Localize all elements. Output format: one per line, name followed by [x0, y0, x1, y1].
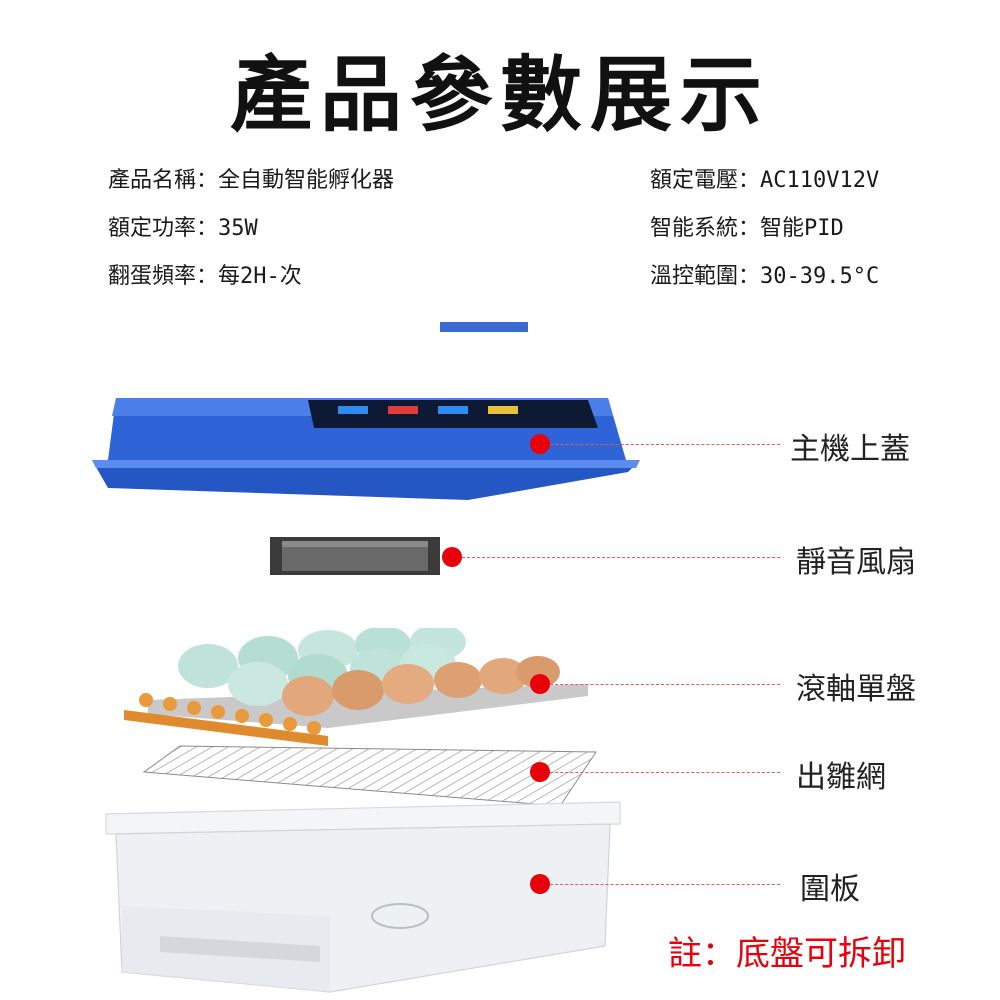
spec-key: 額定電壓 [650, 168, 760, 193]
callout-line-lid [540, 444, 780, 445]
spec-value: 全自動智能孵化器 [218, 168, 395, 193]
callout-line-mesh [540, 772, 780, 773]
spec-rated-voltage: 額定電壓AC110V12V [650, 162, 879, 194]
accent-bar [440, 322, 528, 332]
spec-key: 額定功率 [108, 216, 218, 241]
spec-value: 智能PID [760, 216, 844, 241]
detachable-base-note: 註底盤可拆卸 [668, 926, 906, 975]
base-illustration [105, 801, 621, 993]
spec-value: 30-39.5°C [760, 264, 880, 289]
part-label-fan: 靜音風扇 [796, 545, 916, 580]
part-label-lid: 主機上蓋 [790, 432, 910, 467]
callout-line-fan [452, 557, 780, 558]
spec-key: 翻蛋頻率 [108, 264, 218, 289]
spec-key: 溫控範圍 [650, 264, 760, 289]
callout-line-tray [540, 684, 780, 685]
callout-dot-tray [530, 674, 550, 694]
spec-key: 智能系統 [650, 216, 760, 241]
part-label-mesh: 出雛網 [796, 760, 886, 795]
egg-tray-illustration [124, 628, 588, 746]
callout-dot-fan [442, 547, 462, 567]
spec-product-name: 產品名稱全自動智能孵化器 [108, 162, 394, 194]
note-key: 註 [668, 934, 736, 974]
callout-dot-lid [530, 434, 550, 454]
spec-turning-frequency: 翻蛋頻率每2H-次 [108, 258, 302, 290]
spec-rated-power: 額定功率35W [108, 210, 258, 242]
callout-line-base [540, 884, 780, 885]
callout-dot-mesh [530, 762, 550, 782]
spec-value: 35W [218, 216, 258, 241]
part-label-tray: 滾軸單盤 [796, 672, 916, 707]
note-value: 底盤可拆卸 [736, 934, 906, 974]
spec-value: AC110V12V [760, 168, 880, 193]
spec-smart-system: 智能系統智能PID [650, 210, 844, 242]
spec-key: 產品名稱 [108, 168, 218, 193]
part-label-base: 圍板 [800, 872, 860, 907]
lid-illustration [92, 398, 640, 500]
page-title: 產品參數展示 [229, 48, 770, 143]
fan-illustration [270, 537, 440, 575]
callout-dot-base [530, 874, 550, 894]
spec-temperature-range: 溫控範圍30-39.5°C [650, 258, 879, 290]
spec-value: 每2H-次 [218, 264, 302, 289]
